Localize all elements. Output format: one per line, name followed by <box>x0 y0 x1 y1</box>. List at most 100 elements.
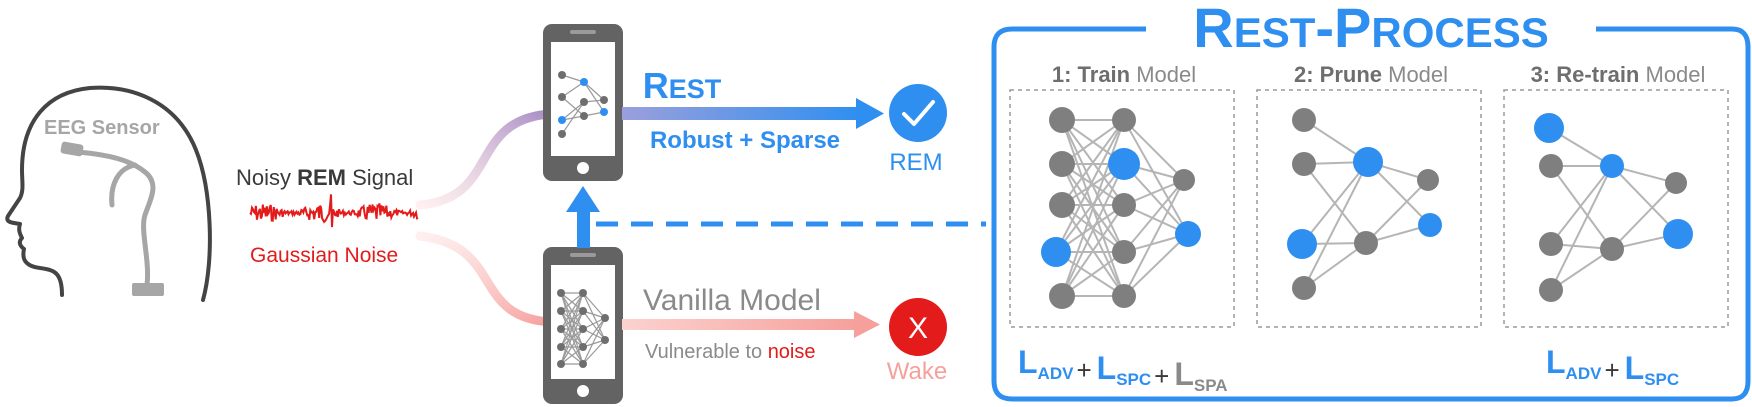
eeg-sensor-cable <box>75 149 156 288</box>
mini-vanilla-net-edge <box>582 292 606 341</box>
prune-net-edge <box>1303 161 1369 289</box>
loss-symbol: L <box>1018 344 1038 380</box>
mini-rest-net-node <box>600 96 608 104</box>
prune-net-edge <box>1303 242 1367 289</box>
eeg-electrode-bottom <box>132 283 164 296</box>
retrain-net-node <box>1539 154 1563 178</box>
mini-rest-net-node <box>558 93 566 101</box>
gaussian-noise-label: Gaussian Noise <box>250 244 398 267</box>
mini-rest-net-edge <box>583 81 605 113</box>
process-title-part-1-rest: EST <box>1234 9 1316 56</box>
step-1-bold: Train <box>1078 62 1131 87</box>
train-net-edge <box>1123 179 1185 253</box>
prune-net-edge <box>1301 161 1369 245</box>
train-net-node <box>1175 221 1201 247</box>
mini-vanilla-net-edge <box>582 317 606 330</box>
vanilla-path-title: Vanilla Model <box>643 284 821 317</box>
mini-vanilla-net-node <box>557 343 565 351</box>
train-net-node <box>1112 108 1136 132</box>
vanilla-sub-prefix: Vulnerable to <box>645 341 768 363</box>
step-2-bold: Prune <box>1320 62 1382 87</box>
train-net-node <box>1041 237 1071 267</box>
retrain-net-node <box>1539 278 1563 302</box>
step-3-bold: Re-train <box>1556 62 1639 87</box>
rest-result-label: REM <box>889 149 942 176</box>
retrain-net-node <box>1539 232 1563 256</box>
prune-net-node <box>1292 108 1316 132</box>
mini-rest-net-node <box>558 116 566 124</box>
process-frame <box>991 26 1751 402</box>
mini-vanilla-net-edge <box>560 310 584 365</box>
mini-vanilla-net-node <box>557 360 565 368</box>
noisy-signal-waveform <box>249 194 419 228</box>
vanilla-sub-noise: noise <box>768 341 816 363</box>
mini-rest-net-node <box>580 98 588 106</box>
prune-net-edge <box>1365 179 1429 244</box>
mini-vanilla-net-edge <box>560 328 584 365</box>
eeg-electrode-top <box>60 141 84 157</box>
mini-vanilla-net-edge <box>582 310 606 341</box>
step-2-rest: Model <box>1382 62 1448 87</box>
step-1-num: 1: <box>1052 62 1078 87</box>
mini-rest-net-edge <box>561 101 585 121</box>
retrain-net-edge <box>1550 248 1613 291</box>
mini-vanilla-net-edge <box>560 292 584 330</box>
mini-vanilla-net-edge <box>560 292 584 312</box>
network-prune <box>1287 108 1442 300</box>
train-net-edge <box>1061 119 1125 206</box>
retrain-net-node <box>1600 154 1624 178</box>
loss-subscript: ADV <box>1038 364 1075 383</box>
loss-plus: + <box>1604 355 1619 385</box>
eeg-sensor-label: EEG Sensor <box>44 117 160 139</box>
process-title: REST-PROCESS <box>1193 0 1549 59</box>
head-silhouette-icon <box>5 85 212 302</box>
mini-vanilla-net-edge <box>582 328 606 341</box>
mini-rest-net-node <box>580 112 588 120</box>
loss-subscript: SPC <box>1116 370 1151 389</box>
step-2-title: 2: Prune Model <box>1294 62 1448 87</box>
noisy-prefix: Noisy <box>236 165 297 190</box>
prune-net-node <box>1292 276 1316 300</box>
train-net-edge <box>1123 119 1189 235</box>
flow-to-vanilla-model <box>415 231 557 327</box>
mini-rest-net-node <box>558 71 566 79</box>
mini-rest-net-edge <box>561 101 585 135</box>
train-net-edge <box>1123 179 1185 297</box>
rest-path-subtitle: Robust + Sparse <box>650 127 840 154</box>
step-3-panel <box>1503 89 1729 328</box>
loss-subscript: ADV <box>1566 364 1603 383</box>
retrain-net-edge <box>1550 165 1613 291</box>
vanilla-result-label: Wake <box>887 358 947 385</box>
retrain-net-edge <box>1611 165 1679 235</box>
mini-rest-net-edge <box>561 96 585 117</box>
noisy-bold: REM <box>297 165 346 190</box>
retrain-net-edge <box>1611 182 1677 250</box>
vanilla-arrow-head <box>854 311 880 338</box>
train-net-edge <box>1061 119 1125 253</box>
loss-subscript: SPA <box>1194 376 1228 395</box>
process-title-part-2-cap: P <box>1334 0 1371 59</box>
step-1-title: 1: Train Model <box>1052 62 1196 87</box>
retrain-net-node <box>1663 219 1693 249</box>
upgrade-arrow-icon <box>566 186 600 248</box>
mini-rest-net-node <box>580 78 588 86</box>
loss-symbol: L <box>1625 350 1645 386</box>
train-net-node <box>1049 151 1075 177</box>
train-net-edge <box>1061 163 1125 297</box>
loss-symbol: L <box>1097 350 1117 386</box>
loss-symbol: L <box>1174 356 1194 392</box>
mini-vanilla-net-edge <box>560 346 584 365</box>
prune-net-node <box>1354 231 1378 255</box>
mini-vanilla-net-node <box>579 289 587 297</box>
mini-vanilla-net-node <box>579 343 587 351</box>
loss-plus: + <box>1154 361 1169 391</box>
mini-vanilla-net-edge <box>582 317 606 365</box>
rest-arrow-head <box>856 98 884 129</box>
wake-x-icon <box>889 298 947 356</box>
mini-vanilla-net-node <box>557 307 565 315</box>
rest-arrow-shaft <box>622 107 859 120</box>
step-2-panel <box>1256 89 1482 328</box>
mini-network-vanilla <box>557 289 609 368</box>
step-1-rest: Model <box>1130 62 1196 87</box>
